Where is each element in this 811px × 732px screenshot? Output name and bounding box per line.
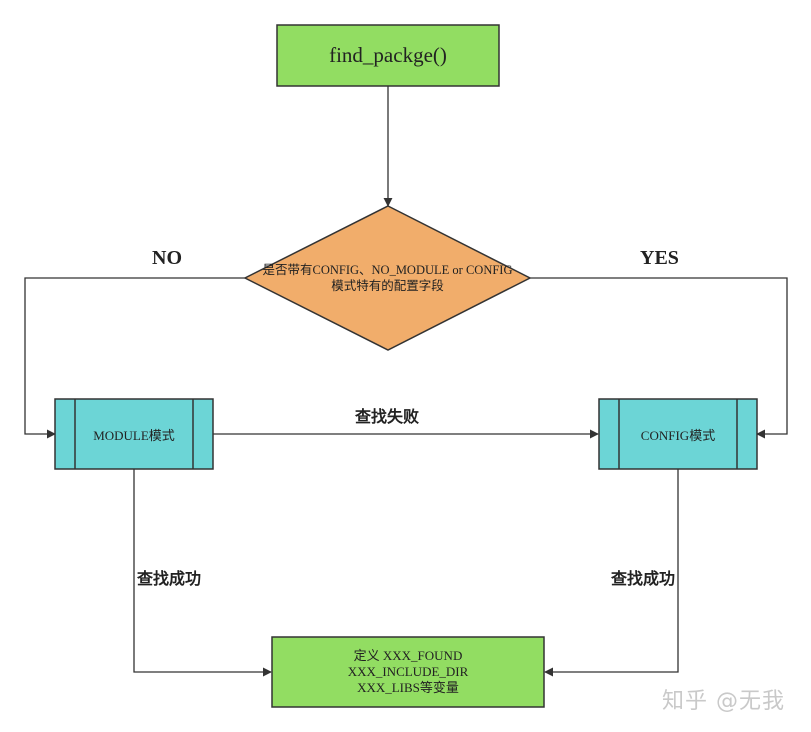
result-node [271,636,545,708]
start-node-text: find_packge() [329,43,447,67]
decision-text-line1: 是否带有CONFIG、NO_MODULE or CONFIG [262,263,513,277]
edge-label-config-success: 查找成功 [611,571,676,588]
decision-node-label: 是否带有CONFIG、NO_MODULE or CONFIG 模式特有的配置字段 [245,252,530,304]
start-node [276,24,500,87]
edge-config-success-to-result [544,469,679,677]
config-node [598,398,758,470]
decision-node [243,205,532,351]
config-node-text: CONFIG模式 [640,427,716,443]
edge-label-no: NO [152,247,182,269]
edge-label-module-fail: 查找失败 [355,409,420,426]
edge-label-yes: YES [640,247,679,269]
zhihu-watermark: 知乎 @无我 [662,689,785,714]
result-node-label: 定义 XXX_FOUND XXX_INCLUDE_DIR XXX_LIBS等变量 [272,637,544,707]
edge-module-success-to-result [133,469,272,677]
decision-text-line2: 模式特有的配置字段 [331,279,444,293]
result-text-line1: 定义 XXX_FOUND [353,648,463,663]
edge-no-to-module [24,277,245,439]
edge-yes-to-config [530,277,788,439]
module-node-label: MODULE模式 [75,399,193,469]
result-text-line2: XXX_INCLUDE_DIR [347,664,469,679]
edge-label-module-success: 查找成功 [137,571,202,588]
module-node [54,398,214,470]
module-node-text: MODULE模式 [93,427,175,443]
result-text-line3: XXX_LIBS等变量 [357,680,459,695]
start-node-label: find_packge() [277,25,499,86]
config-node-label: CONFIG模式 [619,399,737,469]
